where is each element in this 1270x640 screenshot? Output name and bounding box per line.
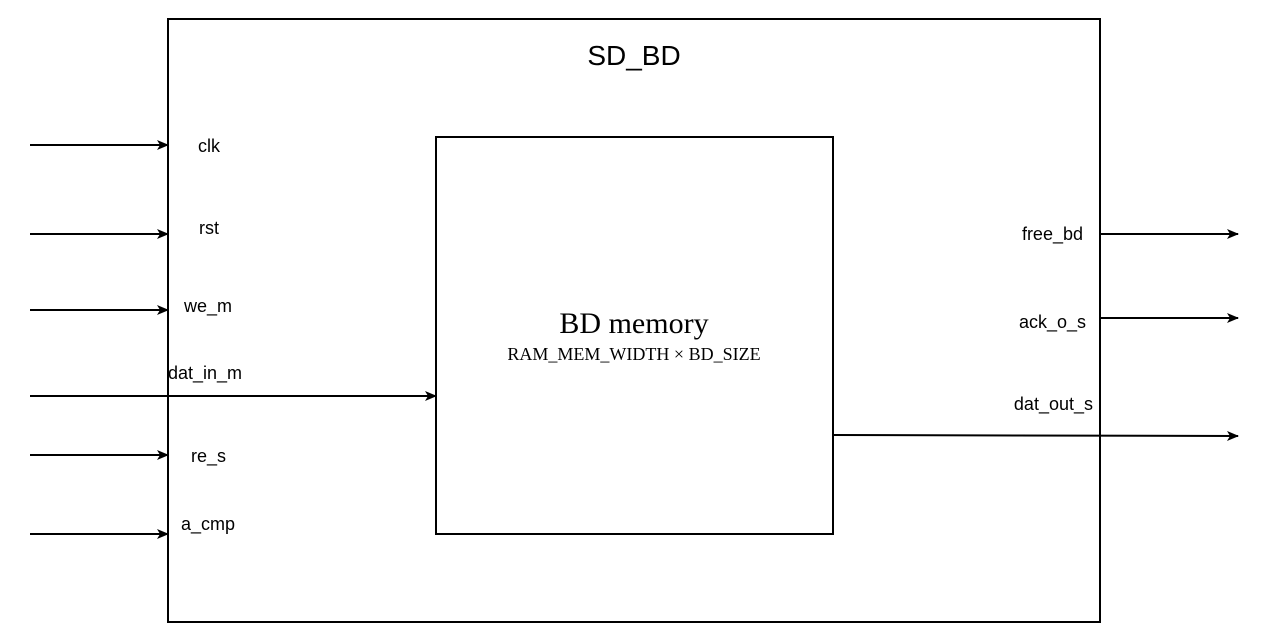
input-label-a-cmp: a_cmp xyxy=(181,514,235,535)
wire-dat-out-s xyxy=(832,430,1239,441)
memory-title: BD memory xyxy=(559,307,708,340)
output-label-dat-out-s: dat_out_s xyxy=(1014,394,1093,415)
output-label-ack-o-s: ack_o_s xyxy=(1019,312,1086,333)
input-label-re-s: re_s xyxy=(191,446,226,467)
input-label-rst: rst xyxy=(199,218,219,238)
block-title: SD_BD xyxy=(587,40,680,71)
input-label-dat-in-m: dat_in_m xyxy=(168,363,242,384)
memory-subtitle: RAM_MEM_WIDTH × BD_SIZE xyxy=(507,344,760,364)
output-label-free-bd: free_bd xyxy=(1022,224,1083,245)
input-label-clk: clk xyxy=(198,136,221,156)
input-label-we-m: we_m xyxy=(183,296,232,317)
bd-memory-box xyxy=(435,136,834,535)
